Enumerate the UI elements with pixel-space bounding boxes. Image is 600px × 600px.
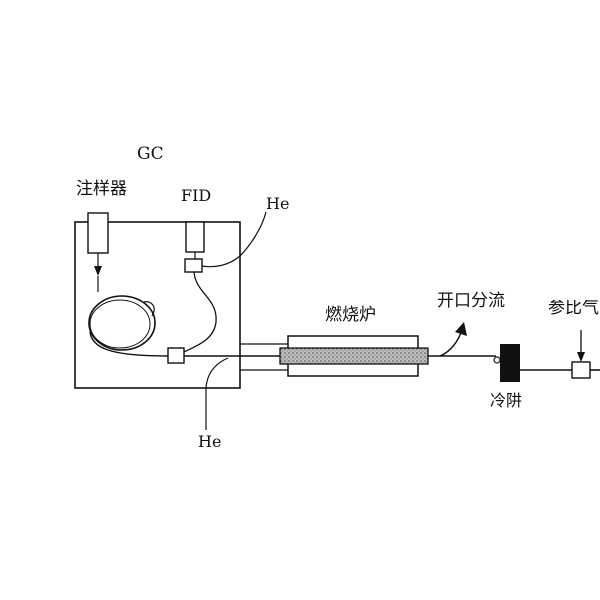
capillary-column-coil — [88, 295, 156, 351]
open-split-label: 开口分流 — [437, 291, 505, 311]
reference-gas-label: 参比气 — [548, 300, 599, 317]
cold-trap-block — [500, 344, 520, 382]
furnace-reactor-tube — [279, 347, 429, 365]
he-top-label: He — [266, 194, 290, 213]
he-bottom-line — [205, 357, 229, 430]
injector-block — [87, 212, 109, 254]
fid-detector — [185, 221, 205, 253]
gc-label: GC — [137, 144, 164, 164]
cold-trap-label: 冷阱 — [490, 391, 523, 410]
column-tee-valve — [167, 347, 185, 364]
open-split-arrow — [439, 329, 463, 357]
injector-label: 注样器 — [76, 179, 127, 199]
he-bottom-label: He — [198, 432, 222, 451]
gc-oven-box — [74, 221, 241, 389]
fid-tee — [184, 258, 203, 273]
fid-to-tee-line — [183, 271, 217, 353]
fid-label: FID — [181, 186, 212, 205]
he-top-line — [201, 211, 267, 268]
furnace-label: 燃烧炉 — [325, 305, 376, 325]
reference-gas-valve — [571, 361, 591, 379]
